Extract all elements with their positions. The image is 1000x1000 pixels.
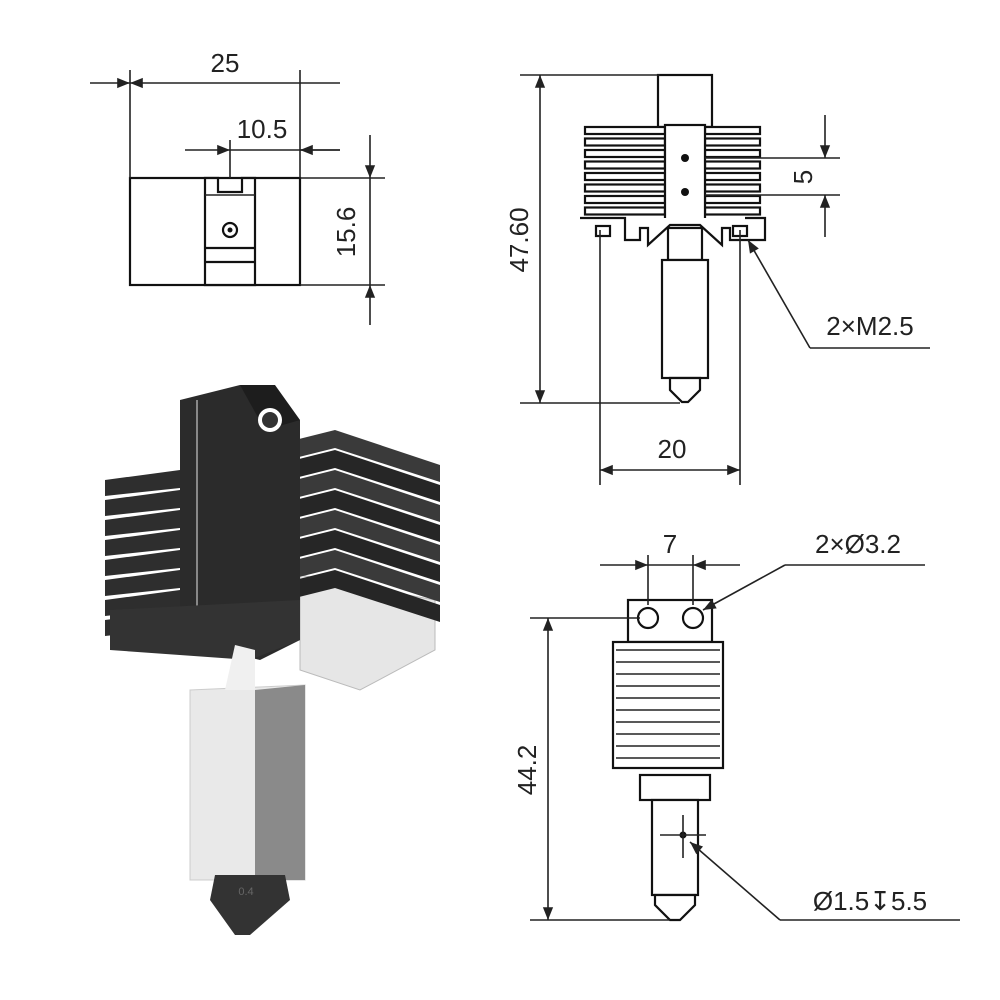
dim-side-hole-spacing: 7 — [663, 529, 677, 559]
dim-slot: 10.5 — [237, 114, 288, 144]
fin — [703, 148, 762, 159]
fin — [583, 171, 667, 182]
fin — [703, 137, 762, 147]
fin — [105, 570, 180, 596]
fin — [105, 550, 180, 576]
dim-front-height: 47.60 — [504, 207, 534, 272]
nozzle-label: 0.4 — [238, 886, 253, 898]
dim-mount-width: 20 — [658, 434, 687, 464]
thread-label: 2×M2.5 — [826, 311, 913, 341]
fin — [703, 206, 762, 216]
nozzle-hole-label: Ø1.5↧5.5 — [813, 886, 927, 916]
fin — [583, 137, 667, 147]
fin — [583, 183, 667, 193]
fin — [703, 160, 762, 170]
fin — [583, 206, 667, 216]
fin — [703, 125, 762, 136]
dim-side-height: 44.2 — [512, 745, 542, 796]
fin — [583, 160, 667, 170]
dim-height: 15.6 — [331, 207, 361, 258]
fin — [105, 510, 180, 536]
fin — [703, 183, 762, 193]
holes-label: 2×Ø3.2 — [815, 529, 901, 559]
fin — [583, 194, 667, 205]
front-view: 47.60 5 20 2×M2.5 — [504, 73, 930, 485]
fin — [105, 470, 180, 496]
fin — [583, 125, 667, 136]
top-view: 25 10.5 15.6 — [90, 48, 385, 325]
dim-width: 25 — [211, 48, 240, 78]
dim-hole-spacing: 5 — [788, 170, 818, 184]
fin — [703, 171, 762, 182]
side-view: 7 2×Ø3.2 44.2 Ø1.5↧5.5 — [512, 529, 960, 922]
fin — [105, 530, 180, 556]
fin — [583, 148, 667, 159]
fin — [703, 194, 762, 205]
fin — [105, 490, 180, 516]
hotend-render: 0.4 — [105, 385, 440, 935]
